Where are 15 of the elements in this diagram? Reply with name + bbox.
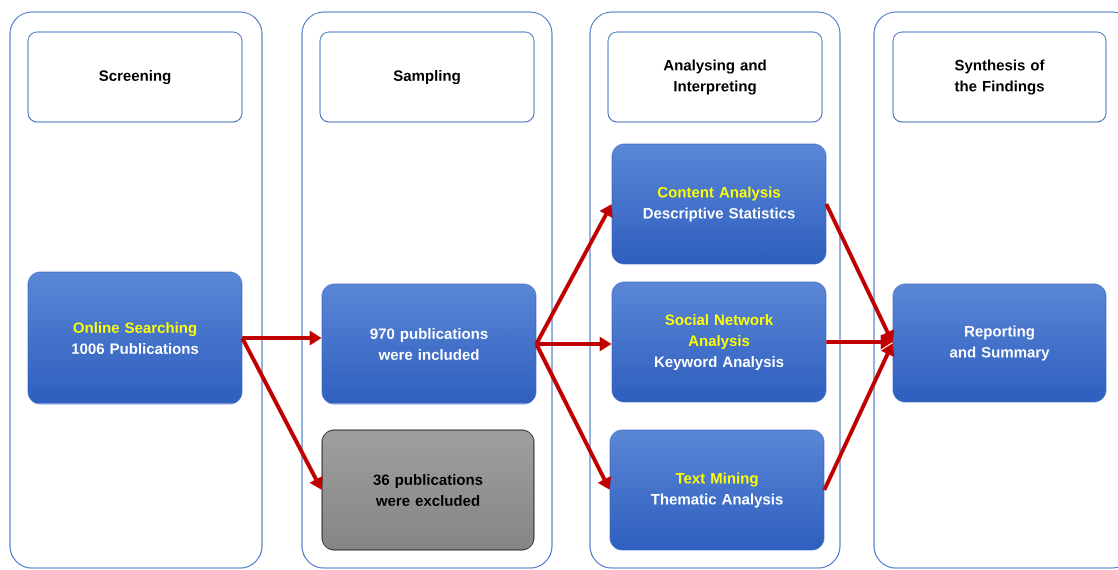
process-box: Text Mining Thematic Analysis: [609, 429, 825, 551]
lane-panel: [589, 11, 841, 569]
lane-panel: [873, 11, 1118, 569]
process-box: Online Searching 1006 Publications: [27, 271, 243, 405]
header-box: Screening: [27, 31, 243, 123]
process-box: 970 publications were included: [321, 283, 537, 405]
header-box: Analysing and Interpreting: [607, 31, 823, 123]
header-box: Synthesis of the Findings: [892, 31, 1107, 123]
lane-panel: [301, 11, 553, 569]
lane-panel: [9, 11, 263, 569]
excluded-box: 36 publications were excluded: [321, 429, 535, 551]
process-box: Reporting and Summary: [892, 283, 1107, 403]
process-box: Content Analysis Descriptive Statistics: [611, 143, 827, 265]
process-box: Social Network Analysis Keyword Analysis: [611, 281, 827, 403]
header-box: Sampling: [319, 31, 535, 123]
